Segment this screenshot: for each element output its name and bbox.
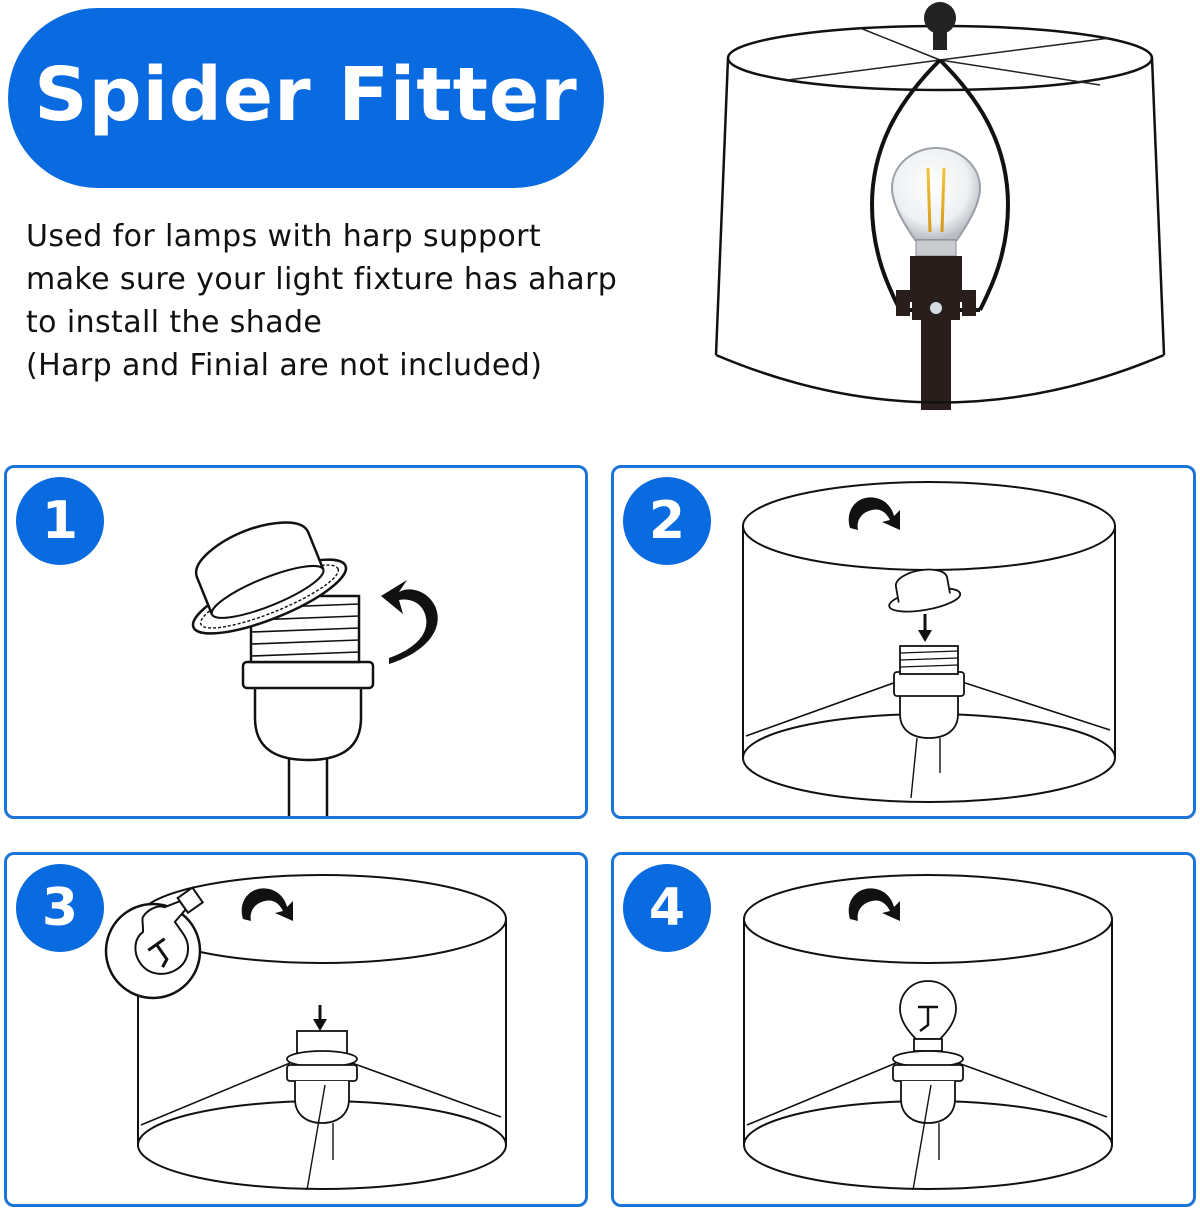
step-badge-1: 1: [16, 477, 104, 565]
description-line: make sure your light fixture has aharp: [26, 262, 618, 297]
step-badge-3: 3: [16, 864, 104, 952]
step-panel-3: 3: [4, 852, 588, 1207]
light-bulb-icon: [899, 980, 957, 1052]
description-line: to install the shade: [26, 305, 323, 340]
rotate-arrow-icon: [848, 497, 900, 530]
step-panel-4: 4: [611, 852, 1196, 1207]
description-block: Used for lamps with harp support make su…: [26, 215, 686, 387]
rotate-arrow-icon: [848, 888, 900, 921]
page-title: Spider Fitter: [34, 52, 578, 138]
step-panel-1: 1: [4, 465, 588, 819]
description-line: Used for lamps with harp support: [26, 219, 542, 254]
step-panel-2: 2: [611, 465, 1196, 819]
description-line: (Harp and Finial are not included): [26, 348, 543, 383]
lampshade-harp-illustration: [714, 2, 1166, 410]
step-2-illustration: [742, 481, 1116, 803]
step-4-illustration: [743, 874, 1113, 1191]
title-banner: Spider Fitter: [8, 8, 604, 188]
rotate-arrow-icon: [241, 888, 293, 921]
step-badge-2: 2: [623, 477, 711, 565]
step-3-illustration: [104, 874, 507, 1191]
rotate-arrow-icon: [381, 580, 438, 664]
step-1-illustration: [191, 521, 438, 816]
step-badge-4: 4: [623, 864, 711, 952]
